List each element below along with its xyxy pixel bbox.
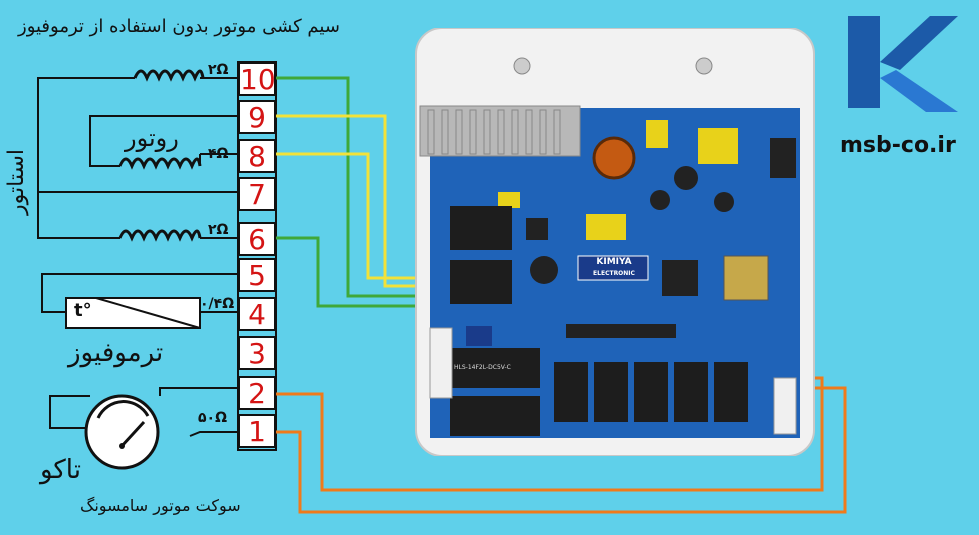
company-logo: [848, 16, 958, 112]
resistance-6: ۲Ω: [208, 222, 229, 238]
tacho-symbol: [84, 394, 160, 470]
terminal-7: 7: [238, 177, 276, 211]
resistance-8: ۴Ω: [208, 146, 229, 162]
resistance-1: ۵۰Ω: [198, 410, 227, 426]
terminal-3: 3: [238, 336, 276, 370]
relay-label: HLS-14F2L-DC5V-C: [454, 364, 511, 371]
resistance-4: ۰/۴Ω: [200, 296, 235, 312]
tacho-wiring: [49, 387, 238, 437]
thermofuse-label: ترموفیوز: [68, 338, 164, 368]
board-brand-name: KIMIYA: [596, 257, 632, 267]
thermofuse-wiring: [41, 273, 238, 313]
stator-label: استاتور: [4, 149, 29, 215]
terminal-8: 8: [238, 139, 276, 173]
rotor-coil: [118, 157, 202, 170]
page-title: سیم کشی موتور بدون استفاده از ترموفیوز: [18, 16, 340, 37]
terminal-2: 2: [238, 376, 276, 410]
terminal-10: 10: [238, 62, 276, 96]
rotor-label: روتور: [125, 124, 179, 152]
terminal-6: 6: [238, 222, 276, 256]
board-brand-sub: ELECTRONIC: [593, 270, 635, 277]
rotor-wiring: [89, 115, 238, 167]
website-text: msb-co.ir: [840, 133, 956, 158]
resistance-10: ۲Ω: [208, 62, 229, 78]
terminal-1: 1: [238, 414, 276, 448]
terminal-9: 9: [238, 100, 276, 134]
stator-wiring: [37, 77, 238, 239]
board-drawing: [415, 28, 815, 456]
thermofuse-symbol-text: t°: [74, 300, 92, 321]
tacho-label: تاکو: [40, 455, 81, 485]
board-brand: KIMIYA ELECTRONIC: [582, 257, 646, 279]
stator-coil-top: [133, 69, 205, 82]
terminal-4: 4: [238, 297, 276, 331]
thermofuse-symbol: [65, 297, 201, 329]
terminal-5: 5: [238, 258, 276, 292]
control-board: KIMIYA ELECTRONIC HLS-14F2L-DC5V-C: [410, 28, 818, 456]
stator-coil-bottom: [118, 229, 202, 242]
socket-label: سوکت موتور سامسونگ: [80, 496, 241, 515]
